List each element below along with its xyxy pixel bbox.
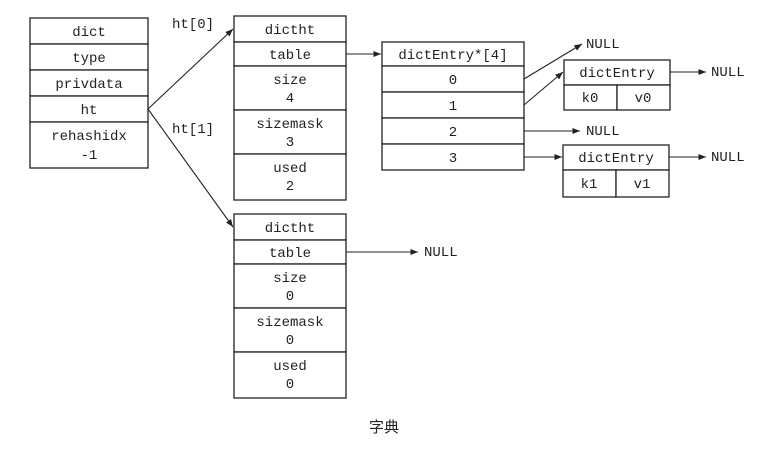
bucket-2-index: 2: [449, 125, 457, 141]
bucket-2-cell: [381, 117, 525, 145]
ht0-sizemask-label: sizemask: [256, 117, 323, 133]
ht0-size-value: 4: [286, 91, 294, 107]
ht0-table-field: table: [269, 48, 311, 64]
bucket-array: dictEntry*[4] 0 1 2 3: [381, 41, 525, 171]
ht1-edge: [147, 108, 234, 228]
dict-rehashidx-cell: [29, 121, 149, 169]
bucket-1-index: 1: [449, 99, 457, 115]
ht0-header-cell: [233, 15, 347, 43]
entry-b-value-cell: [615, 169, 670, 198]
ht1-table-null: NULL: [424, 245, 458, 261]
dict-rehashidx-value: -1: [81, 148, 98, 164]
ht0-used-cell: [233, 153, 347, 201]
ht1-used-cell: [233, 351, 347, 399]
entry-a-value: v0: [635, 91, 652, 107]
bucket-3-index: 3: [449, 151, 457, 167]
entry-b-value: v1: [634, 177, 651, 193]
entry-a-key: k0: [582, 91, 599, 107]
ht0-edge: [147, 28, 234, 110]
ht1-used-label: used: [273, 359, 307, 375]
ht0-size-label: size: [273, 73, 307, 89]
bucket-1-edge: [523, 71, 564, 106]
entry-a-header: dictEntry: [579, 66, 655, 82]
array-header-cell: [381, 41, 525, 67]
bucket-0-null: NULL: [586, 37, 620, 53]
dict-ht-field: ht: [81, 103, 98, 119]
ht0-used-value: 2: [286, 179, 294, 195]
ht1-edge-label: ht[1]: [172, 122, 214, 138]
ht1-sizemask-label: sizemask: [256, 315, 323, 331]
dict-header: dict: [72, 25, 106, 41]
ht0-edge-label: ht[0]: [172, 17, 214, 33]
entry-b-key: k1: [581, 177, 598, 193]
dict-entry-k0: dictEntry k0 v0: [563, 59, 671, 111]
dict-entry-k1: dictEntry k1 v1: [562, 144, 670, 198]
bucket-0-cell: [381, 65, 525, 93]
dict-struct: dict type privdata ht rehashidx -1: [29, 17, 149, 169]
ht0-size-cell: [233, 65, 347, 111]
bucket-2-null: NULL: [586, 124, 620, 140]
entry-b-header: dictEntry: [578, 151, 654, 167]
dictht-ht0: dictht table size 4 sizemask 3 used 2: [233, 15, 347, 201]
ht1-used-value: 0: [286, 377, 294, 393]
ht1-sizemask-value: 0: [286, 333, 294, 349]
array-header: dictEntry*[4]: [398, 48, 507, 64]
entry-b-null: NULL: [711, 150, 745, 166]
entry-a-null: NULL: [711, 65, 745, 81]
ht1-table-cell: [233, 239, 347, 265]
ht1-size-value: 0: [286, 289, 294, 305]
bucket-0-index: 0: [449, 73, 457, 89]
bucket-0-edge: [523, 43, 583, 80]
ht1-table-field: table: [269, 246, 311, 262]
dict-rehashidx-label: rehashidx: [51, 129, 127, 145]
figure-caption: 字典: [369, 418, 399, 436]
dict-header-cell: [29, 17, 149, 45]
entry-a-header-cell: [563, 59, 671, 86]
dict-type-field: type: [72, 51, 106, 67]
dictht-ht1: dictht table size 0 sizemask 0 used 0: [233, 213, 347, 399]
ht1-size-label: size: [273, 271, 307, 287]
ht0-sizemask-value: 3: [286, 135, 294, 151]
entry-a-value-cell: [616, 84, 671, 111]
ht0-header: dictht: [265, 23, 315, 39]
dict-privdata-field: privdata: [55, 77, 122, 93]
ht0-sizemask-cell: [233, 109, 347, 155]
ht0-used-label: used: [273, 161, 307, 177]
dict-type-cell: [29, 43, 149, 71]
bucket-3-cell: [381, 143, 525, 171]
ht1-header: dictht: [265, 221, 315, 237]
